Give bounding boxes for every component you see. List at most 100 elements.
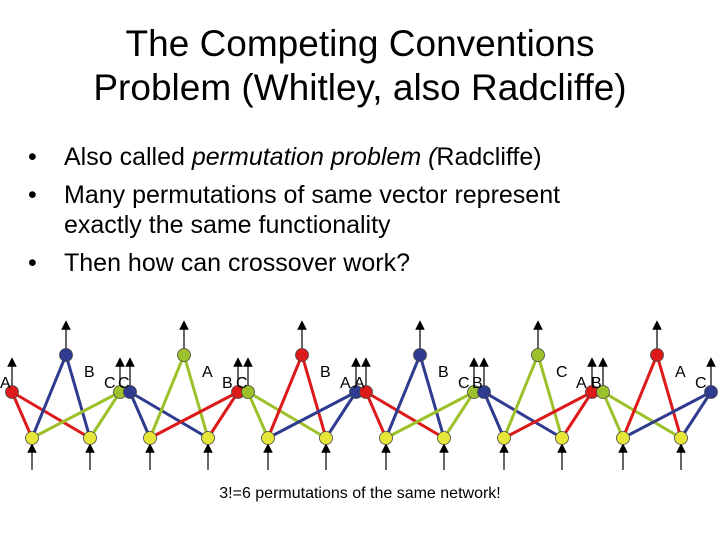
network-node bbox=[241, 385, 255, 399]
input-node bbox=[674, 431, 688, 445]
connection-edge bbox=[148, 354, 186, 439]
connection-edge bbox=[129, 390, 209, 440]
connection-edge bbox=[206, 391, 240, 439]
input-node bbox=[616, 431, 630, 445]
network-2: C AB bbox=[118, 320, 245, 470]
connection-edge bbox=[365, 390, 445, 440]
network-node bbox=[531, 348, 545, 362]
bullet-2: • Many permutations of same vector repre… bbox=[28, 180, 708, 240]
network-node bbox=[413, 348, 427, 362]
connection-edge bbox=[502, 354, 540, 439]
connection-edge bbox=[601, 391, 625, 439]
connection-edge bbox=[324, 391, 358, 439]
bullet-2-line-1: Many permutations of same vector represe… bbox=[64, 181, 561, 209]
connection-edge bbox=[560, 391, 594, 439]
connection-edge bbox=[267, 390, 357, 440]
bullet-3-text: Then how can crossover work? bbox=[64, 249, 410, 277]
network-6: B AC bbox=[591, 320, 718, 470]
connection-edge bbox=[482, 391, 506, 439]
network-node bbox=[704, 385, 718, 399]
network-5: B CA bbox=[472, 320, 599, 470]
node-label: C bbox=[236, 375, 248, 392]
node-label: A bbox=[675, 364, 686, 381]
network-node bbox=[177, 348, 191, 362]
network-node bbox=[650, 348, 664, 362]
connection-edge bbox=[149, 390, 239, 440]
network-node bbox=[5, 385, 19, 399]
network-1: ABC bbox=[0, 320, 127, 470]
connection-edge bbox=[536, 354, 564, 439]
network-node bbox=[123, 385, 137, 399]
connection-edge bbox=[622, 390, 712, 440]
title-line-1: The Competing Conventions bbox=[125, 23, 595, 64]
connection-edge bbox=[483, 390, 563, 440]
connection-edge bbox=[418, 354, 446, 439]
network-node bbox=[596, 385, 610, 399]
bullet-2-line-2: exactly the same functionality bbox=[64, 211, 391, 239]
node-label: B bbox=[438, 364, 449, 381]
node-label: B bbox=[472, 375, 483, 392]
connection-edge bbox=[246, 391, 270, 439]
input-node bbox=[201, 431, 215, 445]
connection-edge bbox=[602, 390, 682, 440]
network-node bbox=[477, 385, 491, 399]
input-node bbox=[497, 431, 511, 445]
connection-edge bbox=[30, 354, 68, 439]
input-node bbox=[555, 431, 569, 445]
network-4: A BC bbox=[354, 320, 481, 470]
bullet-1-pre: Also called bbox=[64, 143, 192, 171]
connection-edge bbox=[88, 391, 122, 439]
connection-edge bbox=[31, 390, 121, 440]
connection-edge bbox=[442, 391, 476, 439]
connection-edge bbox=[385, 390, 475, 440]
input-node bbox=[261, 431, 275, 445]
network-node bbox=[59, 348, 73, 362]
bullet-dot: • bbox=[28, 143, 37, 171]
bullet-list: • Also called permutation problem (Radcl… bbox=[28, 142, 708, 286]
connection-edge bbox=[266, 354, 304, 439]
connection-edge bbox=[10, 391, 34, 439]
node-label: B bbox=[222, 375, 233, 392]
node-label: C bbox=[104, 375, 116, 392]
node-label: B bbox=[591, 375, 602, 392]
bullet-3: • Then how can crossover work? bbox=[28, 248, 708, 278]
connection-edge bbox=[247, 390, 327, 440]
node-label: B bbox=[320, 364, 331, 381]
bullet-1: • Also called permutation problem (Radcl… bbox=[28, 142, 708, 172]
connection-edge bbox=[384, 354, 422, 439]
bullet-dot: • bbox=[28, 249, 37, 277]
node-label: C bbox=[695, 375, 707, 392]
slide-title: The Competing Conventions Problem (Whitl… bbox=[0, 22, 720, 110]
connection-edge bbox=[503, 390, 593, 440]
connection-edge bbox=[64, 354, 92, 439]
input-node bbox=[25, 431, 39, 445]
connection-edge bbox=[182, 354, 210, 439]
bullet-1-post: Radcliffe) bbox=[436, 143, 542, 171]
connection-edge bbox=[621, 354, 659, 439]
title-line-2: Problem (Whitley, also Radcliffe) bbox=[93, 67, 627, 108]
connection-edge bbox=[655, 354, 683, 439]
node-label: A bbox=[576, 375, 587, 392]
node-label: A bbox=[202, 364, 213, 381]
node-label: C bbox=[556, 364, 568, 381]
connection-edge bbox=[364, 391, 388, 439]
node-label: B bbox=[84, 364, 95, 381]
connection-edge bbox=[679, 391, 713, 439]
bullet-1-em: permutation problem ( bbox=[191, 143, 437, 171]
node-label: A bbox=[354, 375, 365, 392]
network-node bbox=[295, 348, 309, 362]
node-label: A bbox=[0, 375, 11, 392]
input-node bbox=[379, 431, 393, 445]
network-node bbox=[359, 385, 373, 399]
connection-edge bbox=[300, 354, 328, 439]
input-node bbox=[143, 431, 157, 445]
connection-edge bbox=[11, 390, 91, 440]
node-label: A bbox=[340, 375, 351, 392]
input-node bbox=[319, 431, 333, 445]
caption: 3!=6 permutations of the same network! bbox=[219, 485, 501, 502]
connection-edge bbox=[128, 391, 152, 439]
node-label: C bbox=[458, 375, 470, 392]
input-node bbox=[83, 431, 97, 445]
node-label: C bbox=[118, 375, 130, 392]
